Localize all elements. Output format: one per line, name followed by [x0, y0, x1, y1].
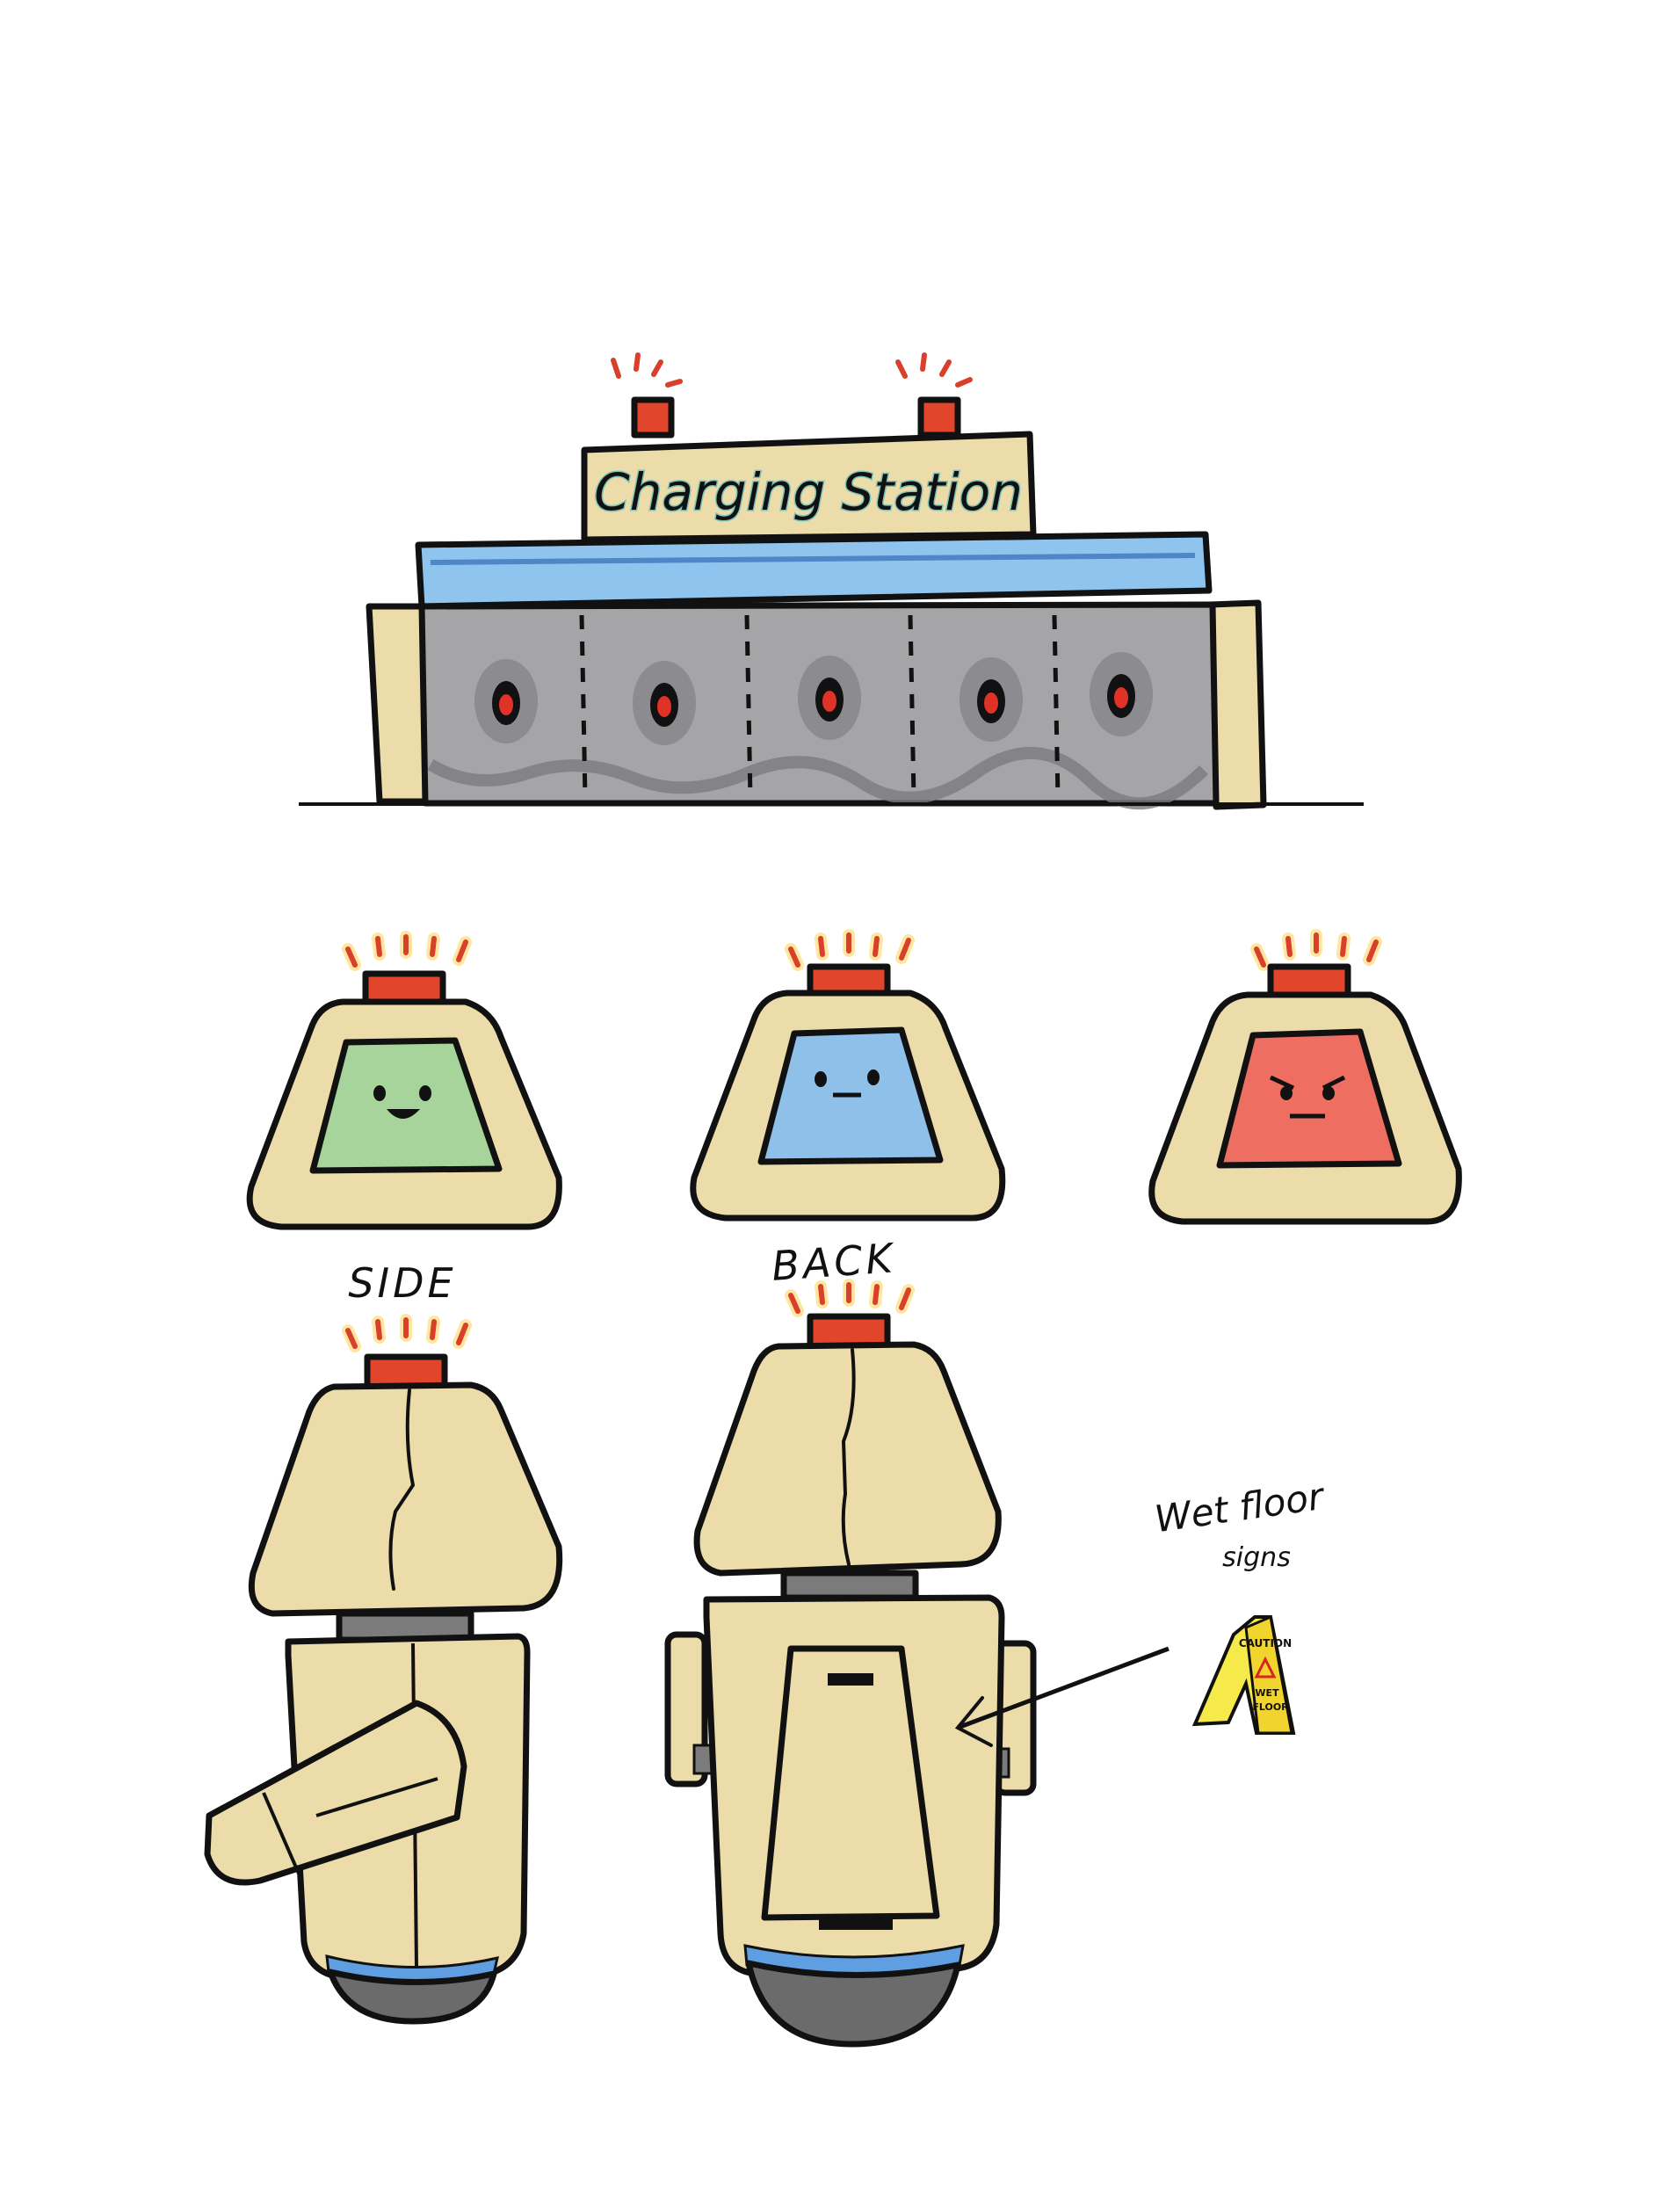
robot-side-view: [204, 1314, 563, 2025]
robot-head-happy: [246, 931, 562, 1230]
station-post-left: [366, 603, 429, 805]
station-sign-text: Charging Station: [594, 462, 1023, 522]
robot-head-angry: [1148, 929, 1462, 1225]
annotation-line-2: signs: [1222, 1542, 1291, 1573]
wet-sign-floor-text: FLOOR: [1252, 1701, 1289, 1713]
annotation-line-1: Wet floor: [1152, 1475, 1329, 1541]
charging-light: [633, 661, 696, 745]
robot-back-view: [664, 1279, 1169, 2048]
charging-light: [1090, 652, 1153, 736]
charging-light: [959, 657, 1023, 742]
label-side: SIDE: [348, 1259, 456, 1307]
station-post-right: [1207, 599, 1267, 810]
wet-sign-wet-text: WET: [1255, 1687, 1279, 1699]
station-dividers: [579, 614, 1061, 799]
station-top-bar: [415, 531, 1213, 610]
station-beacon-right: [895, 352, 973, 439]
wet-sign-caution-text: CAUTION: [1239, 1637, 1292, 1650]
charging-light: [474, 659, 538, 743]
wet-floor-annotation: Wet floor signs: [1152, 1475, 1329, 1573]
wet-floor-sign: CAUTION WET FLOOR: [1191, 1614, 1296, 1735]
charging-light: [798, 656, 861, 740]
robot-head-neutral: [690, 929, 1006, 1222]
charging-station: Charging Station: [299, 352, 1364, 810]
station-beacon-left: [611, 352, 683, 439]
station-sign: Charging Station: [581, 431, 1037, 543]
